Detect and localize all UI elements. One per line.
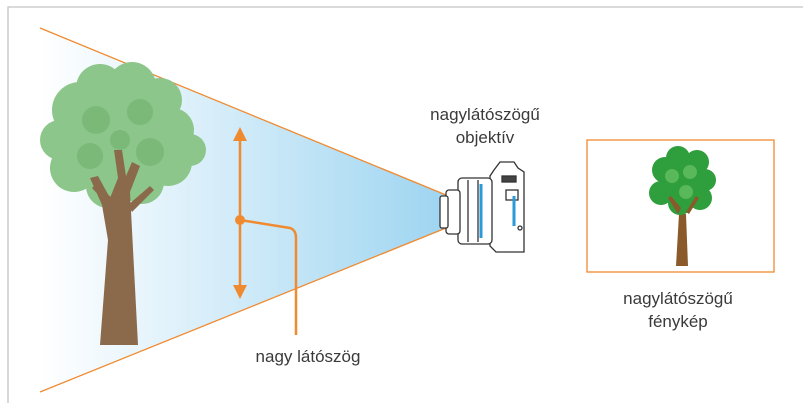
- lens-label-line2: objektív: [455, 128, 515, 147]
- photo-label-line1: nagylátószögű: [623, 289, 733, 308]
- angle-vertex-dot: [235, 215, 245, 225]
- angle-label: nagy látószög: [255, 347, 361, 366]
- arrow-down-icon: [233, 285, 247, 299]
- lens-label-line1: nagylátószögű: [430, 105, 540, 124]
- frame-border: [7, 6, 803, 403]
- photo-tree-icon: [649, 146, 716, 266]
- photo-label-line2: fénykép: [648, 312, 708, 331]
- angle-indicator: [238, 138, 298, 335]
- camera-icon: [439, 161, 525, 253]
- lens-label: nagylátószögű objektív: [390, 103, 580, 149]
- tree-icon: [40, 62, 206, 345]
- arrow-up-icon: [233, 127, 247, 141]
- photo-label: nagylátószögű fénykép: [588, 287, 768, 333]
